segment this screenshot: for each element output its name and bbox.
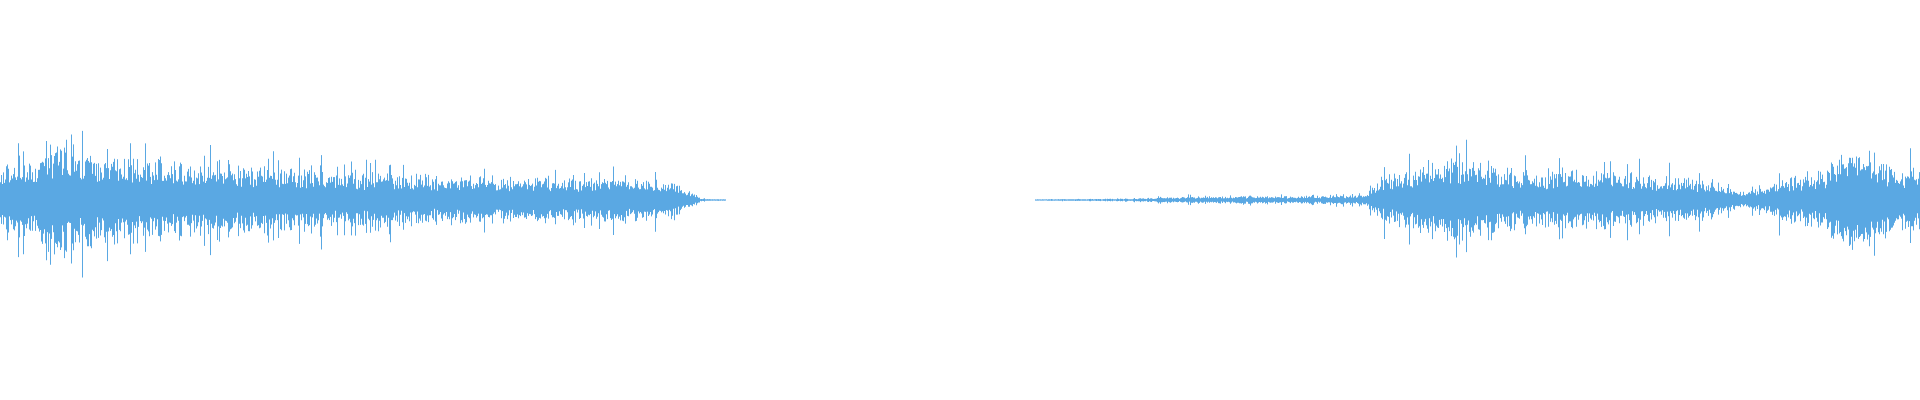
segment-2	[1035, 139, 1920, 258]
segment-1	[0, 130, 726, 278]
segment-1-path	[0, 130, 726, 278]
segment-2-path	[1035, 139, 1920, 258]
waveform-bars	[0, 130, 1920, 278]
